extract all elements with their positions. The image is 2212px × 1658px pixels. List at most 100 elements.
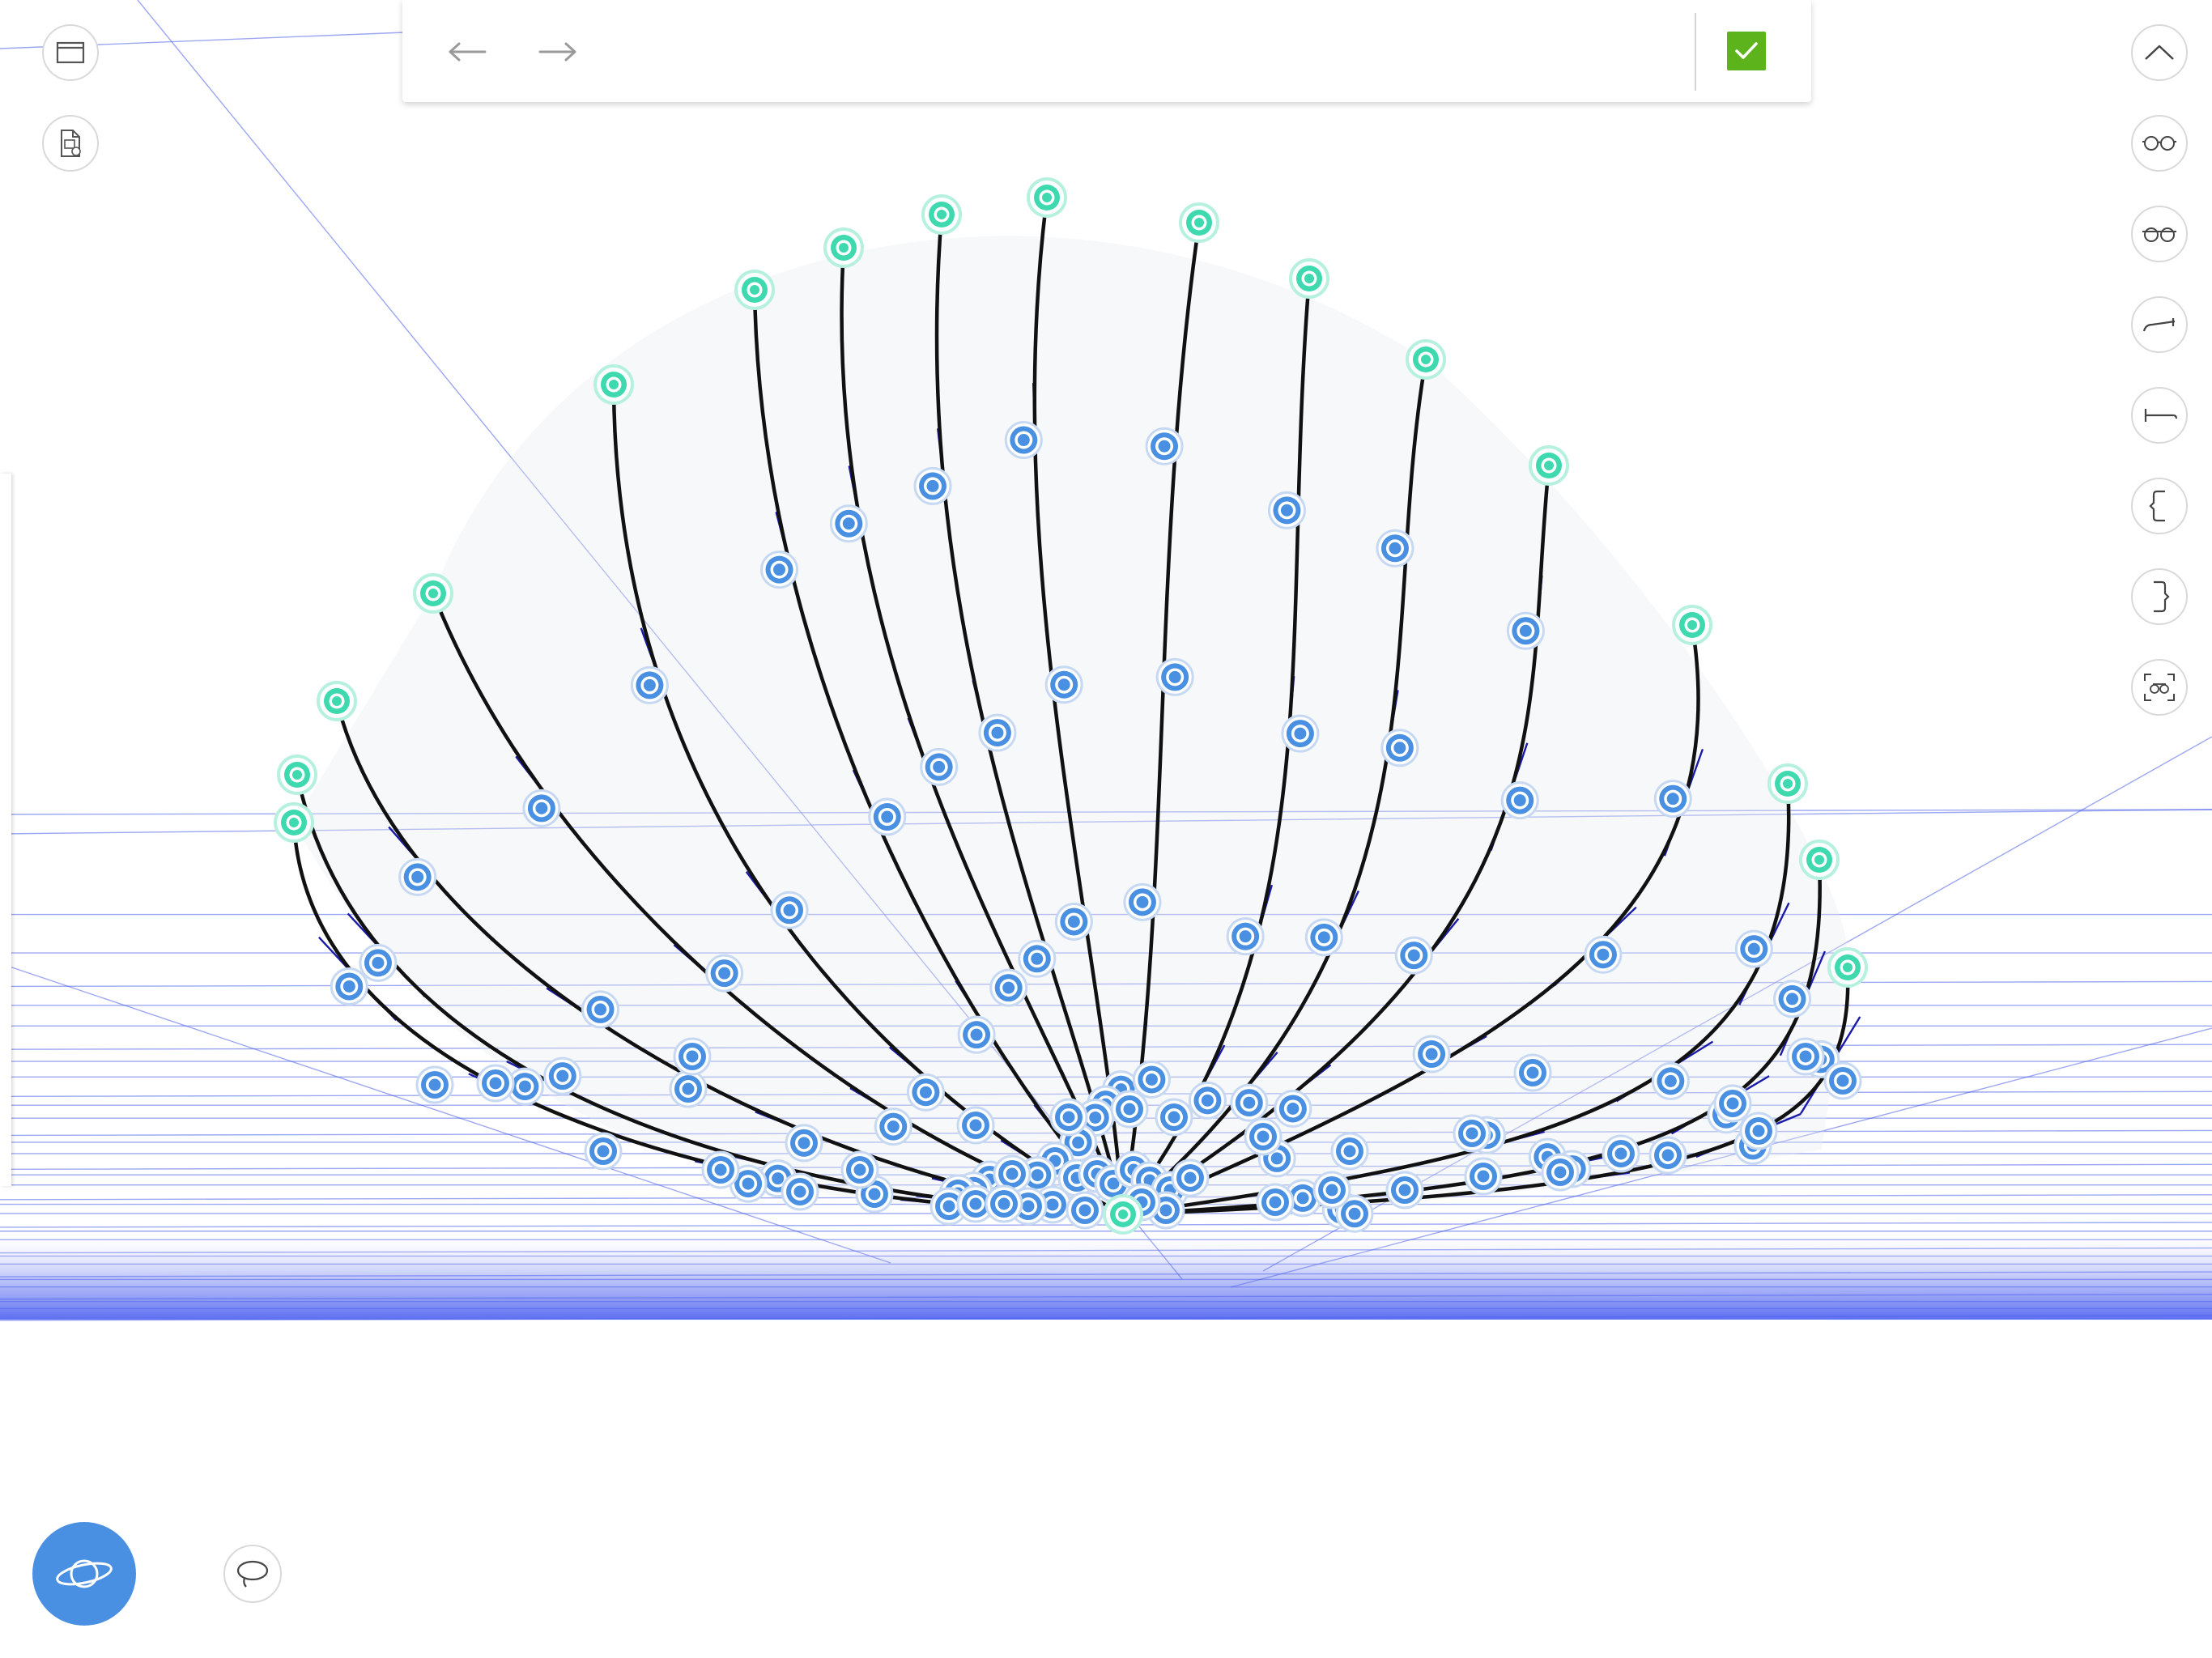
control-point[interactable] [957,1015,996,1054]
control-point[interactable] [1244,1117,1283,1156]
control-points[interactable] [274,177,1868,1235]
control-point[interactable] [840,1150,879,1189]
curve-endpoint[interactable] [593,364,634,405]
control-point[interactable] [1376,529,1414,568]
control-point[interactable] [1312,1171,1351,1209]
side-panel-tab[interactable] [0,474,11,1186]
control-point[interactable] [993,1154,1032,1193]
control-point[interactable] [581,990,620,1029]
control-point[interactable] [1188,1081,1227,1120]
control-point[interactable] [781,1172,819,1211]
control-point[interactable] [1653,780,1692,818]
control-point[interactable] [476,1064,515,1103]
curve-endpoint[interactable] [1103,1194,1143,1235]
control-point[interactable] [978,713,1017,752]
undo-button[interactable] [438,26,496,78]
curve-endpoint[interactable] [734,270,775,310]
curve-endpoint[interactable] [277,755,317,795]
control-point[interactable] [1734,929,1773,968]
control-point[interactable] [1453,1114,1491,1153]
lasso-button[interactable] [223,1545,282,1603]
control-point[interactable] [398,857,437,896]
curve-endpoint[interactable] [1289,258,1329,299]
control-point[interactable] [673,1037,712,1076]
control-point[interactable] [1054,902,1093,941]
curve-endpoint[interactable] [1799,840,1840,880]
curve-endpoint[interactable] [274,802,314,843]
fit-view-button[interactable] [2131,659,2188,716]
control-point[interactable] [1132,1060,1171,1099]
control-point[interactable] [1506,611,1545,650]
control-point[interactable] [1394,936,1433,975]
temple-tip-button[interactable] [2131,387,2188,444]
control-point[interactable] [770,891,809,929]
curve-endpoint[interactable] [823,227,864,268]
control-point[interactable] [1648,1136,1687,1175]
control-point[interactable] [584,1132,623,1171]
control-point[interactable] [785,1124,823,1163]
control-point[interactable] [1602,1134,1640,1173]
curve-endpoint[interactable] [317,681,357,721]
control-point[interactable] [1226,917,1265,956]
right-bracket-button[interactable] [2131,568,2188,625]
curve-endpoint[interactable] [1672,605,1712,645]
control-point[interactable] [1155,1098,1193,1137]
window-button[interactable] [42,24,99,81]
control-point[interactable] [1823,1061,1862,1100]
control-point[interactable] [829,504,868,543]
control-point[interactable] [1145,427,1184,466]
control-point[interactable] [1380,729,1419,767]
control-point[interactable] [1464,1157,1503,1196]
control-point[interactable] [1385,1171,1424,1209]
control-point[interactable] [913,466,952,505]
curve-endpoint[interactable] [1027,177,1067,218]
control-point[interactable] [956,1184,995,1223]
control-point[interactable] [1283,1179,1322,1218]
curve-endpoint[interactable] [1406,339,1446,380]
control-point[interactable] [1256,1183,1295,1222]
control-point[interactable] [1044,665,1083,704]
control-point[interactable] [701,1150,740,1189]
control-point[interactable] [1018,939,1057,978]
control-point[interactable] [1004,421,1043,460]
curve-endpoint[interactable] [1179,202,1219,243]
control-point[interactable] [1786,1037,1825,1076]
control-point[interactable] [1651,1061,1690,1100]
control-point[interactable] [920,747,959,786]
control-point[interactable] [1330,1132,1369,1171]
left-bracket-button[interactable] [2131,478,2188,534]
control-point[interactable] [543,1056,582,1095]
control-point[interactable] [729,1164,768,1203]
control-point[interactable] [359,943,398,982]
temple-arm-button[interactable] [2131,296,2188,353]
control-point[interactable] [1123,882,1162,921]
control-point[interactable] [1304,918,1343,957]
control-point[interactable] [1274,1089,1312,1128]
control-point[interactable] [1155,657,1194,696]
control-point[interactable] [1773,980,1812,1018]
control-point[interactable] [1171,1158,1210,1197]
curve-endpoint[interactable] [1827,947,1868,988]
curve-endpoint[interactable] [413,573,453,614]
control-point[interactable] [1267,491,1306,529]
control-point[interactable] [415,1065,454,1104]
control-point[interactable] [1500,781,1539,820]
curve-endpoint[interactable] [1767,763,1808,804]
control-point[interactable] [1049,1098,1088,1137]
control-point[interactable] [1713,1084,1752,1123]
control-point[interactable] [985,1184,1023,1223]
glasses-front-button[interactable] [2131,115,2188,172]
control-point[interactable] [989,968,1028,1007]
document-import-button[interactable] [42,115,99,172]
control-point[interactable] [630,665,669,704]
control-point[interactable] [1513,1053,1552,1092]
confirm-button[interactable] [1727,32,1766,70]
glasses-front-alt-button[interactable] [2131,206,2188,262]
control-point[interactable] [1541,1153,1580,1192]
control-point[interactable] [1584,935,1623,974]
control-point[interactable] [1739,1112,1778,1150]
collapse-button[interactable] [2131,24,2188,81]
control-point[interactable] [1230,1083,1269,1122]
control-point[interactable] [330,967,368,1005]
